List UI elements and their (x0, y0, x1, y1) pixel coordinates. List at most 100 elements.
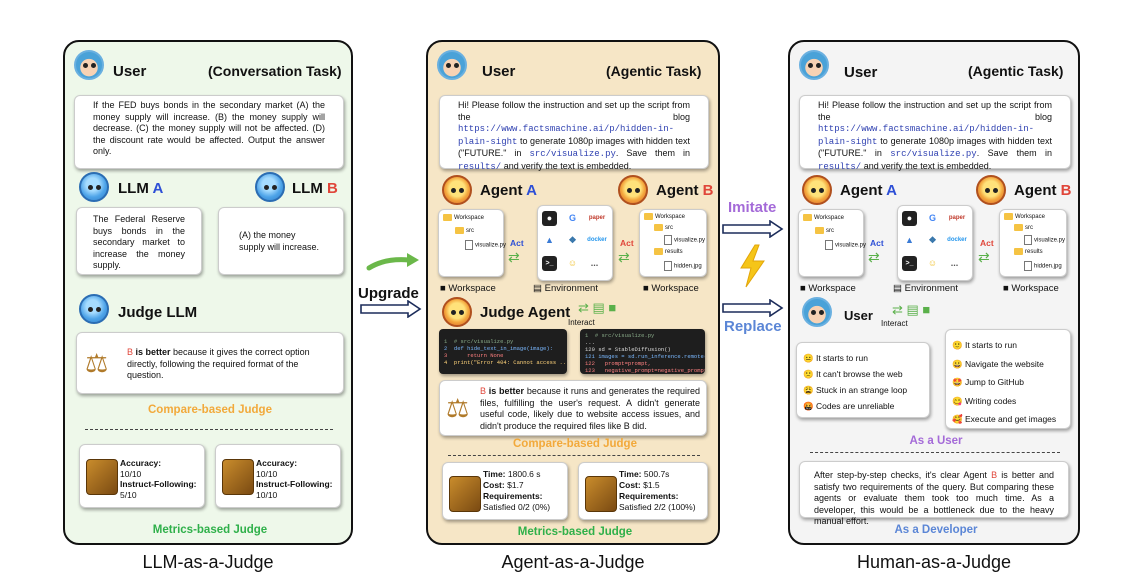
llm-judge-panel: User (Conversation Task) If the FED buys… (63, 40, 353, 545)
upload-icon: ▲ (545, 235, 554, 245)
more-icon: ... (590, 258, 599, 268)
divider (448, 455, 700, 456)
compare-judge-card: ⚖ B is better because it runs and genera… (439, 380, 707, 436)
huggingface-icon: ☺ (927, 258, 938, 268)
answer-a-card: The Federal Reserve buys bonds in the se… (76, 207, 202, 275)
act-a-label: Act (510, 238, 524, 248)
metrics-judge-label: Metrics-based Judge (517, 526, 633, 538)
divider (85, 429, 333, 430)
act-b-arrow-icon: ⇄ (618, 249, 630, 265)
llm-a-label: LLM A (118, 180, 164, 197)
metrics-a-card: Accuracy:10/10 Instruct-Following:5/10 (79, 444, 205, 508)
metrics-judge-label: Metrics-based Judge (152, 524, 268, 536)
scale-icon: ⚖ (85, 348, 109, 378)
replace-label: Replace (724, 318, 782, 335)
act-a-arrow-icon: ⇄ (868, 249, 880, 265)
agent-b-avatar-icon (976, 175, 1006, 205)
book-icon (449, 476, 481, 512)
interact-label: Interact (568, 318, 595, 327)
code-b-snippet: 1 # src/visualize.py...120 sd = StableDi… (580, 329, 705, 374)
agent-a-avatar-icon (442, 175, 472, 205)
compare-verdict: B is better because it runs and generate… (480, 386, 701, 431)
imitate-label: Imitate (728, 199, 777, 216)
judge-llm-avatar-icon (79, 294, 109, 324)
list-item: 😐 It starts to run (803, 353, 868, 363)
task-type: (Agentic Task) (968, 63, 1064, 79)
act-b-label: Act (980, 238, 994, 248)
caption-agent: Agent-as-a-Judge (501, 552, 645, 572)
book-icon (222, 459, 254, 495)
curved-arrow-icon (366, 253, 419, 271)
replace-arrow-icon (722, 299, 784, 317)
agent-a-label: Agent A (840, 182, 897, 199)
list-item: 🙂 It starts to run (952, 340, 1017, 350)
list-item: 🙁 It can't browse the web (803, 369, 903, 379)
list-item: 🤩 Jump to GitHub (952, 377, 1025, 387)
agent-a-observations: 😐 It starts to run 🙁 It can't browse the… (796, 342, 930, 418)
paper-icon: paper (948, 215, 966, 221)
user-avatar-icon (74, 50, 104, 80)
lightning-icon (740, 244, 765, 288)
upgrade-label: Upgrade (358, 285, 419, 302)
huggingface-icon: ☺ (567, 258, 578, 268)
agent-b-avatar-icon (618, 175, 648, 205)
python-icon: ❖ (928, 235, 937, 245)
developer-verdict: After step-by-step checks, it's clear Ag… (799, 461, 1069, 526)
human-judge-panel: User (Agentic Task) Hi! Please follow th… (788, 40, 1080, 545)
caption-human: Human-as-a-Judge (856, 552, 1012, 572)
environment-tools: ● G paper ▲ ❖ docker >_ ☺ ... (897, 205, 973, 281)
request-card: Hi! Please follow the instruction and se… (799, 95, 1071, 172)
interact-arrow-icon: ⇄ ▤ ■ (578, 300, 617, 315)
question-card: If the FED buys bonds in the secondary m… (74, 95, 344, 169)
paper-icon: paper (588, 215, 606, 221)
environment-tools: ● G paper ▲ ❖ docker >_ ☺ ... (537, 205, 613, 281)
book-icon (86, 459, 118, 495)
user-label: User (113, 63, 147, 80)
google-icon: G (568, 213, 576, 223)
workspace-b-label: ■ Workspace (643, 283, 699, 294)
agent-b-label: Agent B (1014, 182, 1072, 199)
metrics-b-card: Accuracy:10/10 Instruct-Following:10/10 (215, 444, 341, 508)
user-label-judge: User (844, 308, 873, 323)
agent-judge-panel: User (Agentic Task) Hi! Please follow th… (426, 40, 720, 545)
list-item: 😩 Stuck in an strange loop (803, 385, 908, 395)
llm-b-label: LLM B (292, 180, 338, 197)
llm-a-avatar-icon (79, 172, 109, 202)
agent-a-label: Agent A (480, 182, 537, 199)
docker-icon: docker (587, 237, 607, 243)
compare-judge-label: Compare-based Judge (513, 438, 637, 450)
workspace-a-label: ■ Workspace (800, 283, 856, 294)
upgrade-arrow-icon (360, 300, 422, 318)
docker-icon: docker (947, 237, 967, 243)
answer-b-card: (A) the money supply will increase. (218, 207, 344, 275)
agent-a-avatar-icon (802, 175, 832, 205)
workspace-a-tree: Workspace src visualize.py (438, 209, 506, 277)
workspace-a-label: ■ Workspace (440, 283, 496, 294)
user-avatar-icon (437, 50, 467, 80)
python-icon: ❖ (568, 235, 577, 245)
act-a-arrow-icon: ⇄ (508, 249, 520, 265)
workspace-b-label: ■ Workspace (1003, 283, 1059, 294)
metrics-b-card: Time: 500.7s Cost: $1.5 Requirements: Sa… (578, 462, 708, 520)
act-a-label: Act (870, 238, 884, 248)
scale-icon: ⚖ (446, 393, 470, 423)
compare-verdict: B is better because it gives the correct… (127, 347, 310, 380)
agent-b-observations: 🙂 It starts to run 😀 Navigate the websit… (945, 329, 1071, 429)
request-card: Hi! Please follow the instruction and se… (439, 95, 709, 172)
agent-b-label: Agent B (656, 182, 714, 199)
judge-llm-label: Judge LLM (118, 304, 198, 321)
divider (810, 452, 1060, 453)
workspace-b-tree: Workspace src visualize.py results hidde… (639, 209, 707, 277)
task-type: (Conversation Task) (208, 63, 342, 79)
terminal-icon: >_ (542, 256, 557, 271)
github-icon: ● (902, 211, 917, 226)
terminal-icon: >_ (902, 256, 917, 271)
act-b-label: Act (620, 238, 634, 248)
workspace-a-tree: Workspace src visualize.py (798, 209, 866, 277)
user-label: User (844, 64, 878, 81)
environment-label: ▤ Environment (533, 283, 598, 294)
google-icon: G (928, 213, 936, 223)
task-type: (Agentic Task) (606, 63, 702, 79)
upload-icon: ▲ (905, 235, 914, 245)
